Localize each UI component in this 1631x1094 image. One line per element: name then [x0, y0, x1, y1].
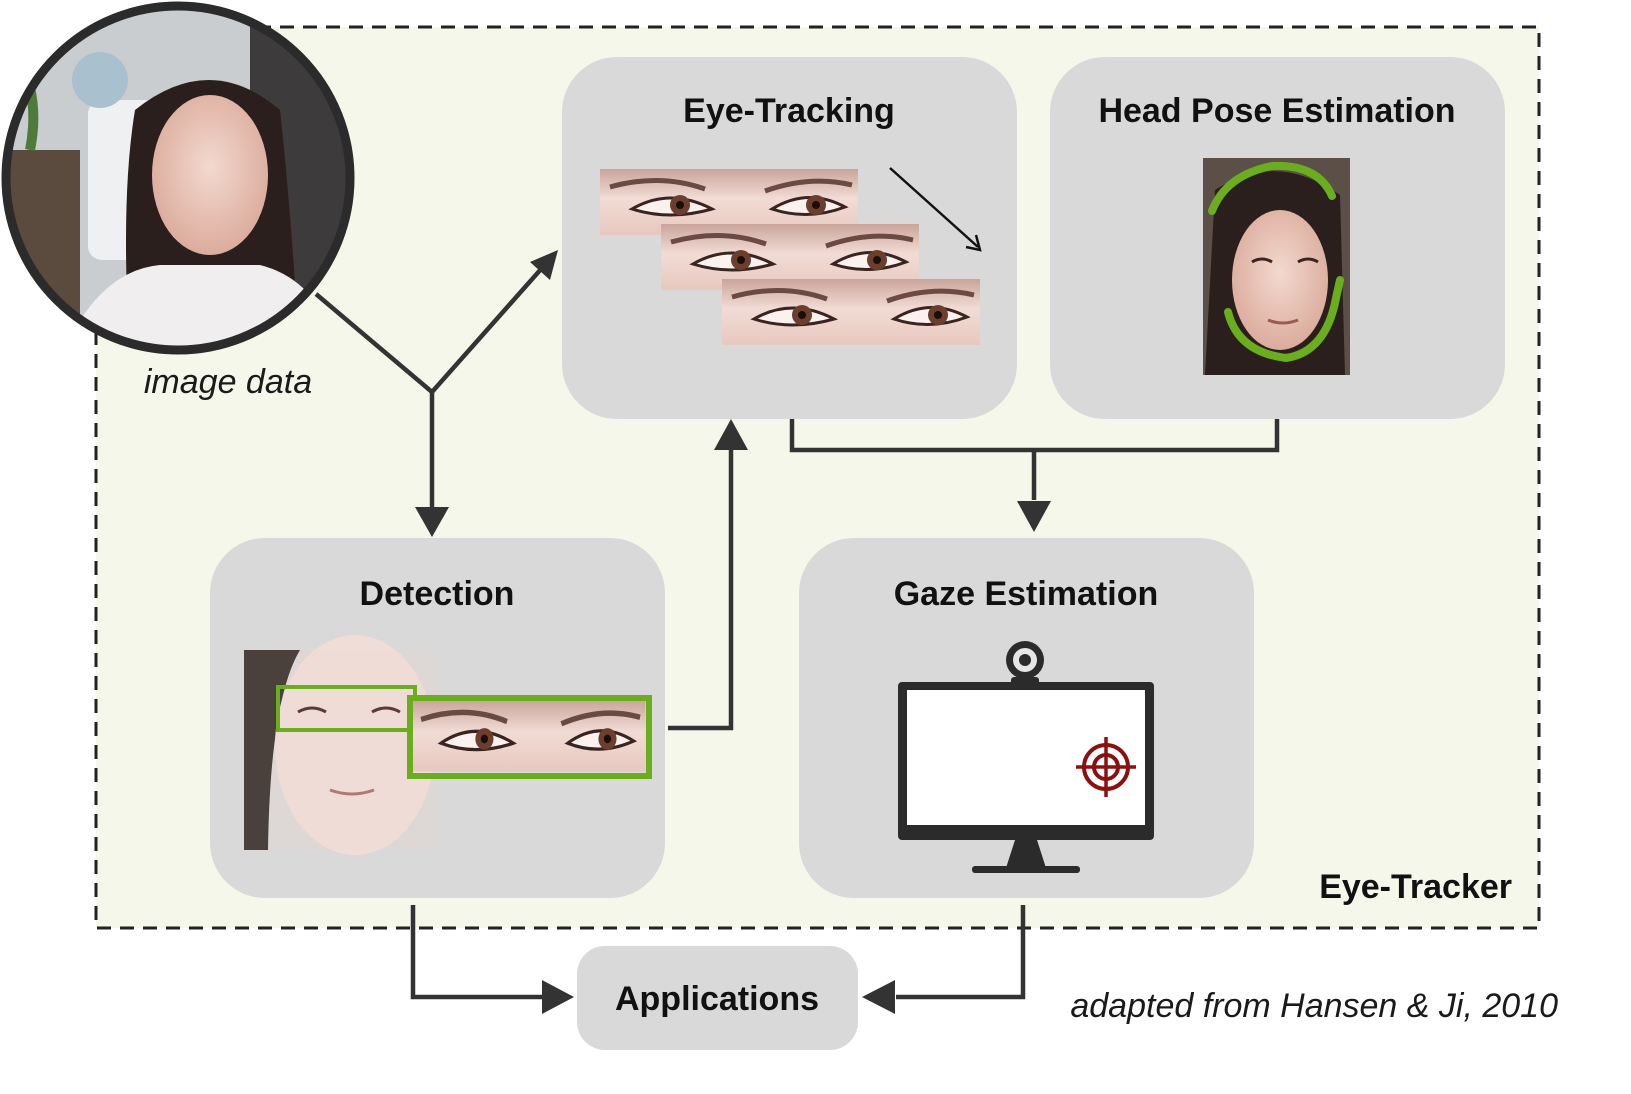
detection-face-photo	[244, 635, 437, 855]
detection-title: Detection	[360, 575, 515, 613]
arrow-detection-to-applications	[410, 905, 543, 1000]
image-data-caption: image data	[144, 363, 312, 401]
head-pose-title: Head Pose Estimation	[1098, 92, 1455, 130]
head-pose-outline-icon	[1208, 161, 1344, 363]
arrow-merge-to-gaze	[789, 419, 1280, 500]
sequence-arrow	[889, 167, 982, 252]
detection-box: Detection	[210, 538, 665, 898]
arrowhead-gaze	[1017, 501, 1051, 532]
gaze-estimation-title: Gaze Estimation	[894, 575, 1159, 613]
arrowhead-applications-right	[862, 980, 895, 1014]
eye-tracker-label: Eye-Tracker	[1319, 868, 1512, 906]
flow-arrows	[314, 266, 1280, 1000]
arrow-split-to-eye-tracking	[430, 266, 544, 394]
applications-box: Applications	[577, 946, 858, 1050]
arrow-image-to-split	[314, 292, 434, 394]
applications-title: Applications	[615, 980, 819, 1018]
source-note: adapted from Hansen & Ji, 2010	[1070, 987, 1558, 1025]
arrow-detection-to-eye-tracking	[668, 448, 734, 731]
webcam-icon	[1006, 641, 1044, 685]
eye-tracking-title: Eye-Tracking	[683, 92, 895, 130]
face-photo-icon	[1, 1, 355, 355]
eye-tracking-box: Eye-Tracking	[562, 57, 1017, 419]
arrow-heads	[415, 250, 1051, 1014]
arrow-gaze-to-applications	[896, 905, 1026, 1000]
gaze-estimation-box: Gaze Estimation	[799, 538, 1254, 898]
arrowhead-eye-tracking-left	[530, 250, 558, 280]
head-pose-photo	[1203, 158, 1350, 375]
arrowhead-detection	[415, 507, 449, 537]
detected-eye-crop	[407, 695, 652, 779]
arrowhead-eye-tracking-bottom	[714, 419, 748, 450]
crosshair-target-icon	[1076, 737, 1136, 797]
arrowhead-applications-left	[542, 980, 574, 1014]
head-pose-box: Head Pose Estimation	[1050, 57, 1505, 419]
